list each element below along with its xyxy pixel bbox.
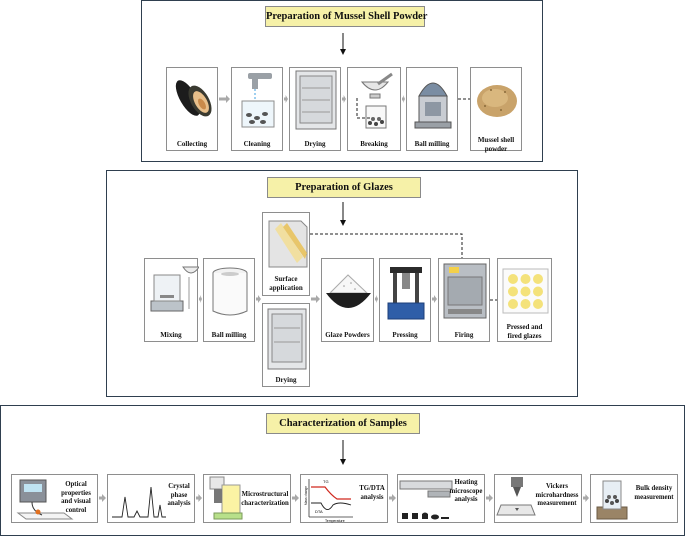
brush-icon	[268, 220, 308, 268]
step-label: Cleaning	[243, 140, 271, 148]
bowl-icon	[326, 274, 371, 308]
microscope-icon	[209, 476, 243, 520]
balance-icon	[150, 266, 199, 312]
step-heating-microscope: Heating microscope analysis	[397, 474, 485, 523]
step-label: Pressing	[392, 331, 418, 339]
powder-pile-icon	[477, 85, 517, 117]
step-label: Microstructural characterization	[241, 491, 289, 507]
step-label: Surface application	[269, 275, 303, 292]
step-drying: Drying	[289, 67, 341, 151]
step-label: Collecting	[176, 140, 208, 148]
tg-label: TG	[323, 479, 329, 484]
step-label: Glaze Powders	[325, 331, 370, 339]
x-axis-label: Temperature	[325, 519, 345, 523]
step-label: Drying	[304, 140, 326, 148]
step-glaze-drying: Drying	[262, 303, 310, 387]
section-title-mussel: Preparation of Mussel Shell Powder	[265, 6, 427, 27]
step-glaze-powders: Glaze Powders	[321, 258, 374, 342]
step-label: Ball milling	[211, 331, 247, 339]
faucet-icon	[241, 73, 275, 128]
glaze-sample	[520, 274, 531, 284]
furnace-icon	[443, 263, 487, 319]
step-crystal-phase: Crystal phase analysis	[107, 474, 195, 523]
step-vickers: Vickers microhardness measurement	[494, 474, 582, 523]
step-label: Mixing	[160, 331, 182, 339]
section-title-glazes: Preparation of Glazes	[267, 177, 421, 198]
step-tg-dta: TG DTA Temperature Mass change TG/DTA an…	[300, 474, 388, 523]
ball-mill-icon	[414, 82, 452, 129]
glaze-sample	[520, 286, 531, 297]
step-microstructural: Microstructural characterization	[203, 474, 291, 523]
jar-icon	[212, 267, 248, 316]
step-optical: Optical properties and visual control	[11, 474, 98, 523]
glaze-sample	[508, 286, 518, 297]
glaze-sample	[533, 299, 543, 309]
step-label: TG/DTA analysis	[359, 485, 385, 501]
step-collecting: Collecting	[166, 67, 218, 151]
glaze-sample	[508, 274, 518, 284]
meter-icon	[16, 479, 74, 520]
step-label: Firing	[454, 331, 474, 339]
glaze-sample	[520, 299, 531, 309]
xrd-icon	[112, 486, 166, 518]
step-mussel-shell-powder: Mussel shell powder	[470, 67, 522, 153]
step-label: Heating microscope analysis	[449, 479, 483, 503]
cylinder-icon	[596, 480, 628, 520]
step-firing: Firing	[438, 258, 490, 342]
step-breaking: Breaking	[347, 67, 401, 151]
step-label: Bulk density measurement	[634, 485, 674, 501]
press-icon	[387, 267, 425, 320]
step-label: Crystal phase analysis	[167, 483, 191, 507]
glaze-sample	[533, 286, 543, 297]
step-label: Vickers microhardness measurement	[535, 483, 579, 507]
sample-tray-icon	[502, 268, 549, 314]
glaze-sample	[533, 274, 543, 284]
mussel-icon	[175, 80, 212, 117]
step-pressed-fired-glazes: Pressed and fired glazes	[497, 258, 552, 342]
step-cleaning: Cleaning	[231, 67, 283, 151]
step-label: Breaking	[360, 140, 388, 148]
step-label: Optical properties and visual control	[61, 481, 91, 514]
step-glaze-ball-milling: Ball milling	[203, 258, 255, 342]
step-ball-milling: Ball milling	[406, 67, 458, 151]
dta-label: DTA	[315, 509, 323, 514]
step-label: Pressed and fired glazes	[506, 323, 543, 340]
y-axis-label: Mass change	[304, 486, 308, 505]
step-pressing: Pressing	[379, 258, 431, 342]
tg-curve-icon: TG DTA Temperature Mass change	[304, 479, 353, 523]
step-label: Mussel shell powder	[477, 136, 515, 153]
oven-icon	[267, 308, 307, 370]
mortar-icon	[360, 72, 393, 129]
step-label: Ball milling	[414, 140, 450, 148]
step-bulk-density: Bulk density measurement	[590, 474, 678, 523]
step-label: Drying	[275, 376, 297, 384]
glaze-sample	[508, 299, 518, 309]
oven-icon	[295, 70, 337, 130]
indenter-icon	[496, 477, 536, 516]
section-title-characterization: Characterization of Samples	[266, 413, 420, 434]
step-surface-application: Surface application	[262, 212, 310, 296]
step-mixing: Mixing	[144, 258, 199, 342]
heating-icon	[399, 480, 453, 520]
